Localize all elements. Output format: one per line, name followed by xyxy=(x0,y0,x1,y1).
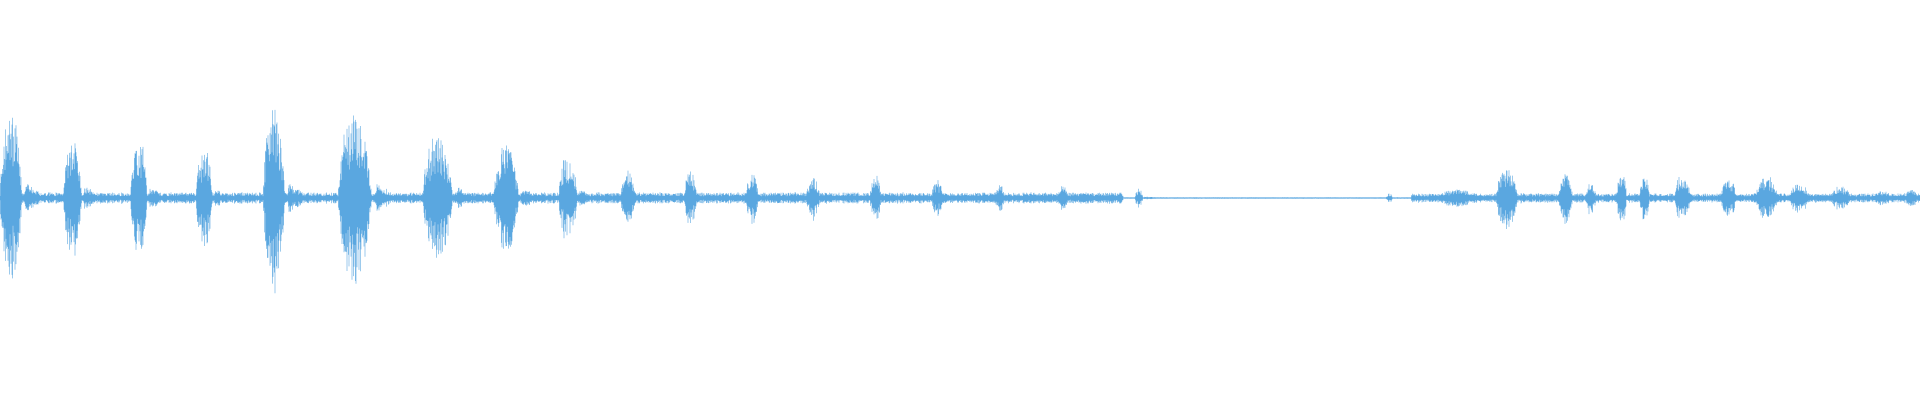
waveform-path xyxy=(0,109,1920,294)
waveform-strokes xyxy=(0,109,1920,294)
